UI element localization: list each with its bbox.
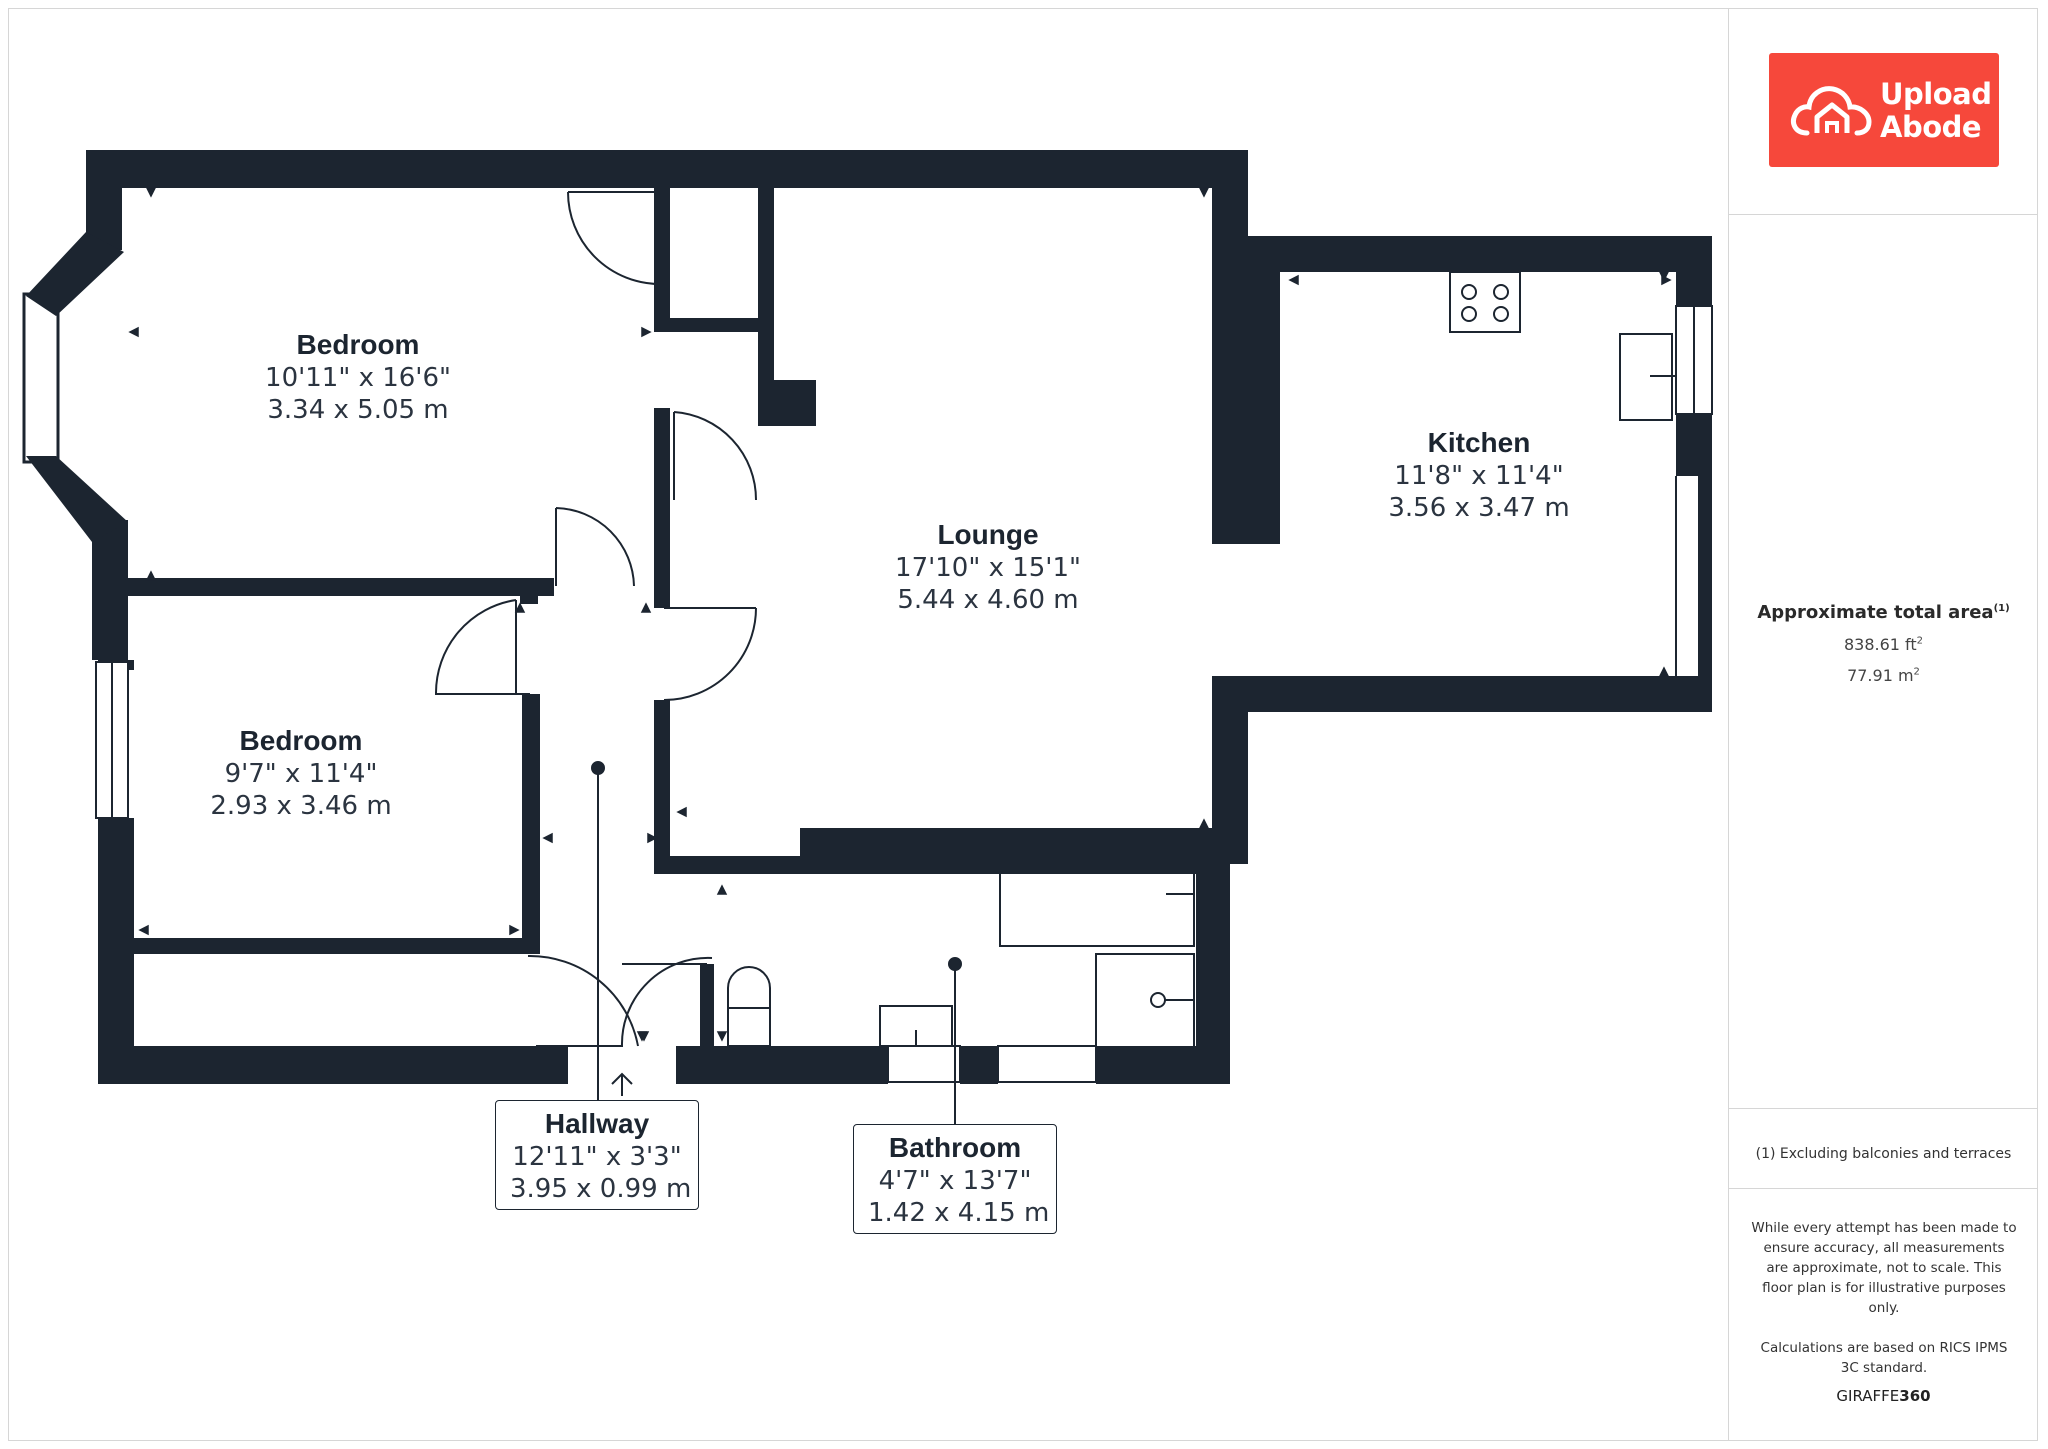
room-kitchen: Kitchen 11'8" x 11'4" 3.56 x 3.47 m <box>1388 426 1569 524</box>
room-dim-imperial: 10'11" x 16'6" <box>265 363 451 393</box>
room-bathroom: Bathroom 4'7" x 13'7" 1.42 x 4.15 m <box>853 1124 1057 1234</box>
area-sqft-value: 838.61 ft <box>1843 635 1917 654</box>
room-dim-metric: 1.42 x 4.15 m <box>868 1198 1050 1228</box>
room-bedroom-1: Bedroom 10'11" x 16'6" 3.34 x 5.05 m <box>265 328 451 426</box>
room-name: Bathroom <box>888 1132 1022 1163</box>
doors <box>434 191 758 1047</box>
room-dim-metric: 3.34 x 5.05 m <box>267 395 449 425</box>
room-dim-imperial: 12'11" x 3'3" <box>512 1142 682 1172</box>
disclaimer: While every attempt has been made to ens… <box>1751 1218 2017 1398</box>
room-bedroom-2: Bedroom 9'7" x 11'4" 2.93 x 3.46 m <box>210 724 391 822</box>
label-pointers <box>591 761 962 1124</box>
area-sqm-exp: 2 <box>1913 666 1920 678</box>
room-hallway: Hallway 12'11" x 3'3" 3.95 x 0.99 m <box>495 1100 699 1210</box>
kitchen-fixtures <box>1449 271 1709 677</box>
floor-plan <box>22 150 1713 1124</box>
upload-abode-logo: Upload Abode <box>1769 53 1999 167</box>
room-lounge: Lounge 17'10" x 15'1" 5.44 x 4.60 m <box>895 518 1081 616</box>
calculation-note: Calculations are based on RICS IPMS 3C s… <box>1760 1340 2008 1376</box>
cloud-house-icon <box>1791 86 1872 136</box>
room-dim-imperial: 11'8" x 11'4" <box>1394 461 1564 491</box>
room-dim-metric: 2.93 x 3.46 m <box>210 791 392 821</box>
area-title-note: (1) <box>1993 603 2010 614</box>
area-title: Approximate total area(1) <box>1729 602 2038 623</box>
dimension-markers <box>128 187 1672 1042</box>
footnote: (1) Excluding balconies and terraces <box>1755 1146 2012 1162</box>
brand-left: GIRAFFE <box>1836 1387 1900 1405</box>
room-name: Bedroom <box>239 725 363 756</box>
area-title-text: Approximate total area <box>1757 602 1994 623</box>
brand-right: 360 <box>1899 1387 1931 1405</box>
room-dim-imperial: 17'10" x 15'1" <box>895 553 1081 583</box>
divider <box>1729 214 2038 215</box>
bathroom-fixtures <box>727 845 1195 1049</box>
room-name: Kitchen <box>1427 427 1531 458</box>
room-dim-metric: 3.56 x 3.47 m <box>1388 493 1570 523</box>
logo-word-1: Upload <box>1880 77 1992 111</box>
room-dim-imperial: 4'7" x 13'7" <box>878 1166 1032 1196</box>
room-dim-imperial: 9'7" x 11'4" <box>224 759 378 789</box>
walls <box>22 150 1712 1084</box>
room-name: Lounge <box>937 519 1039 550</box>
area-sqm-value: 77.91 m <box>1847 666 1914 685</box>
giraffe360-brand: GIRAFFE360 <box>1729 1387 2038 1405</box>
info-panel: Upload Abode Approximate total area(1) 8… <box>1728 8 2038 1441</box>
divider <box>1729 1188 2038 1189</box>
room-name: Hallway <box>544 1108 650 1139</box>
logo-word-2: Abode <box>1880 110 1982 144</box>
windows <box>95 305 1713 1083</box>
room-dim-metric: 3.95 x 0.99 m <box>510 1174 692 1204</box>
room-name: Bedroom <box>296 329 420 360</box>
disclaimer-text: While every attempt has been made to ens… <box>1751 1220 2017 1316</box>
area-sqft-exp: 2 <box>1916 635 1924 647</box>
area-sqft: 838.61 ft2 <box>1729 635 2038 654</box>
divider <box>1729 1108 2038 1109</box>
page-border <box>8 8 2038 1441</box>
area-sqm: 77.91 m2 <box>1729 666 2038 685</box>
room-dim-metric: 5.44 x 4.60 m <box>897 585 1079 615</box>
total-area: Approximate total area(1) 838.61 ft2 77.… <box>1729 602 2038 685</box>
